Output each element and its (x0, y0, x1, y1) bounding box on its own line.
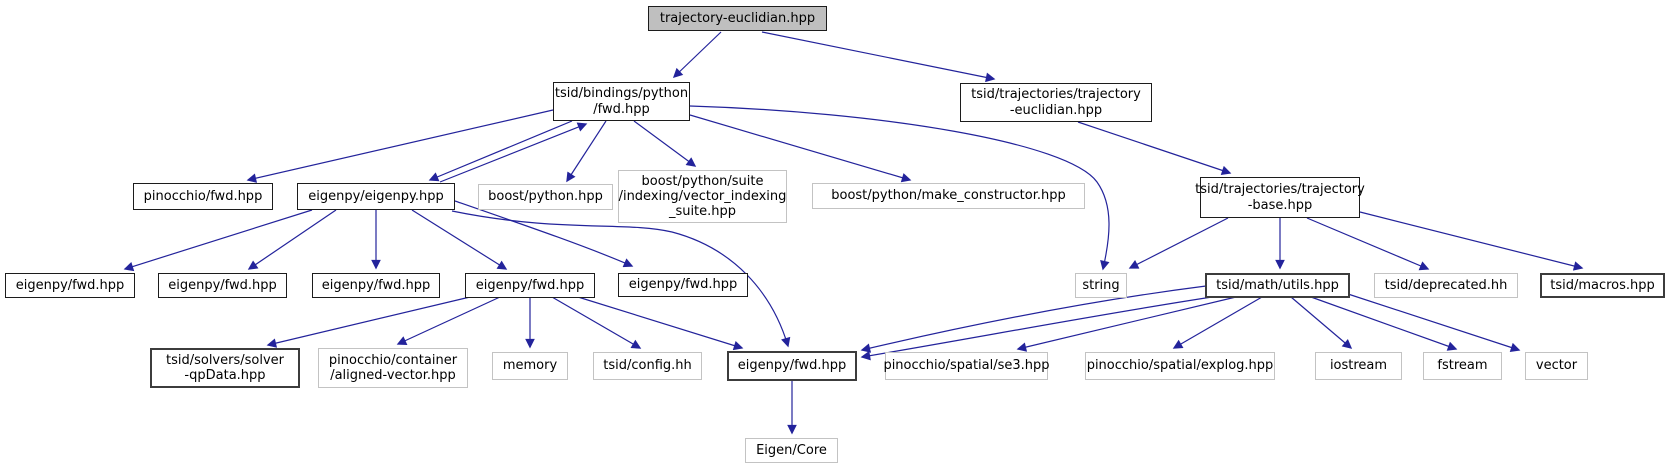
edge-4-13 (454, 200, 634, 268)
edge-4-9 (123, 209, 313, 272)
edge-0-2 (761, 31, 996, 83)
node-tsid-macros-hpp-17[interactable]: tsid/macros.hpp (1540, 273, 1665, 298)
node-eigenpy-fwd-hpp-9[interactable]: eigenpy/fwd.hpp (5, 273, 135, 298)
edge-15-27 (1347, 293, 1521, 353)
edge-2-8 (1077, 121, 1232, 175)
edge-4-12 (411, 209, 508, 270)
edge-1-6 (633, 120, 697, 167)
node-eigenpy-fwd-hpp-22[interactable]: eigenpy/fwd.hpp (727, 351, 857, 381)
node-eigenpy-fwd-hpp-10[interactable]: eigenpy/fwd.hpp (158, 273, 287, 298)
node-fstream-26[interactable]: fstream (1423, 352, 1502, 380)
node-tsid-deprecated-hh-16[interactable]: tsid/deprecated.hh (1374, 273, 1518, 298)
node-tsid-bindings-python-fwd-hpp-1[interactable]: tsid/bindings/python /fwd.hpp (553, 82, 690, 121)
edge-0-1 (672, 31, 722, 78)
edge-15-22 (860, 285, 1207, 353)
edge-12-18 (266, 296, 471, 348)
node-vector-27[interactable]: vector (1525, 352, 1588, 380)
node-pinocchio-spatial-se3-hpp-23[interactable]: pinocchio/spatial/se3.hpp (883, 352, 1050, 380)
edge-15-24 (1172, 296, 1263, 349)
edge-4-22 (451, 210, 791, 348)
edge-12-22 (577, 296, 744, 351)
node-tsid-trajectories-trajectory-base-hpp-8[interactable]: tsid/trajectories/trajectory -base.hpp (1195, 177, 1365, 218)
node-eigenpy-fwd-hpp-11[interactable]: eigenpy/fwd.hpp (312, 273, 440, 298)
node-string-14[interactable]: string (1075, 273, 1127, 298)
edge-8-16 (1306, 217, 1430, 271)
node-boost-python-suite-indexing-vector-indexing-suite-hpp-6[interactable]: boost/python/suite /indexing/vector_inde… (618, 170, 787, 223)
node-eigen-core-28[interactable]: Eigen/Core (745, 438, 838, 463)
node-eigenpy-fwd-hpp-12[interactable]: eigenpy/fwd.hpp (465, 273, 595, 298)
edge-15-22 (860, 296, 1213, 361)
node-tsid-config-hh-21[interactable]: tsid/config.hh (593, 352, 702, 380)
node-pinocchio-spatial-explog-hpp-24[interactable]: pinocchio/spatial/explog.hpp (1085, 352, 1275, 380)
edge-12-21 (551, 296, 642, 349)
edge-1-3 (246, 109, 554, 183)
node-tsid-math-utils-hpp-15[interactable]: tsid/math/utils.hpp (1205, 273, 1350, 298)
node-trajectory-euclidian-hpp-0: trajectory-euclidian.hpp (648, 6, 827, 31)
edge-12-19 (396, 296, 501, 345)
edge-8-14 (1128, 217, 1229, 269)
node-eigenpy-eigenpy-hpp-4[interactable]: eigenpy/eigenpy.hpp (297, 183, 455, 210)
edge-4-10 (247, 209, 337, 270)
node-boost-python-hpp-5[interactable]: boost/python.hpp (478, 184, 613, 210)
edge-15-25 (1290, 296, 1353, 349)
edge-1-7 (689, 114, 912, 183)
edge-15-23 (1016, 296, 1237, 352)
edge-8-17 (1359, 211, 1584, 271)
node-pinocchio-fwd-hpp-3[interactable]: pinocchio/fwd.hpp (133, 183, 273, 210)
node-tsid-trajectories-trajectory-euclidian-hpp-2[interactable]: tsid/trajectories/trajectory -euclidian.… (960, 83, 1152, 122)
node-iostream-25[interactable]: iostream (1315, 352, 1402, 380)
edge-1-14 (689, 105, 1110, 271)
node-pinocchio-container-aligned-vector-hpp-19[interactable]: pinocchio/container /aligned-vector.hpp (318, 348, 468, 388)
node-eigenpy-fwd-hpp-13[interactable]: eigenpy/fwd.hpp (618, 273, 748, 297)
edge-4-1 (439, 122, 588, 183)
node-tsid-solvers-solver-qpdata-hpp-18[interactable]: tsid/solvers/solver -qpData.hpp (150, 348, 300, 388)
edge-15-26 (1310, 296, 1458, 351)
edge-1-4 (428, 120, 573, 182)
edge-1-5 (566, 120, 607, 183)
node-memory-20[interactable]: memory (492, 352, 568, 380)
node-boost-python-make-constructor-hpp-7[interactable]: boost/python/make_constructor.hpp (812, 183, 1085, 209)
